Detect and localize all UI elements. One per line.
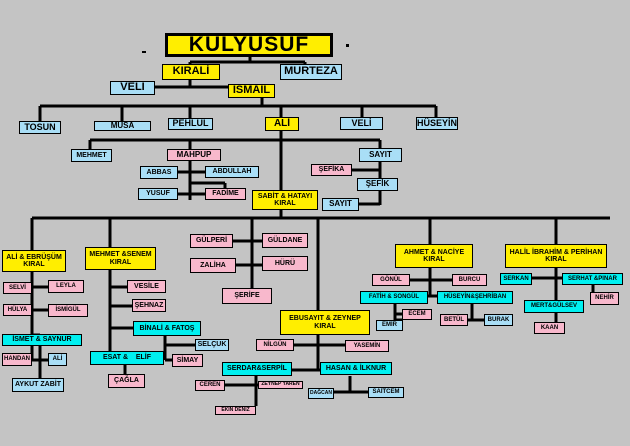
person-fadime: FADİME <box>205 188 246 200</box>
person-zeynep-yaren: ZEYNEP YAREN <box>258 381 303 389</box>
person-halil-perihan: HALİL İBRAHİM & PERİHAN KIRAL <box>505 244 607 268</box>
person-mahpup: MAHPUP <box>167 149 221 161</box>
person-aykut-zabit: AYKUT ZABİT <box>12 378 64 392</box>
person-ecem: ECEM <box>402 309 432 320</box>
person-ali-2: ALİ <box>48 353 67 366</box>
person-selvi: SELVİ <box>3 282 32 294</box>
person-serife: ŞERİFE <box>222 288 272 304</box>
person-gonul: GÖNÜL <box>372 274 410 286</box>
person-ebusayit-zeynep: EBUSAYIT & ZEYNEP KIRAL <box>280 310 370 335</box>
person-veli: VELİ <box>110 81 155 95</box>
person-simay: SİMAY <box>172 354 203 367</box>
person-cagla: ÇAĞLA <box>108 374 145 388</box>
person-mehmet-senem: MEHMET &SENEM KIRAL <box>85 247 156 270</box>
person-vesile: VESİLE <box>127 280 166 293</box>
person-gulperi: GÜLPERİ <box>190 234 233 248</box>
person-ahmet-naciye: AHMET & NACİYE KIRAL <box>395 244 473 268</box>
person-esat-elif: ESAT & ELİF <box>90 351 164 365</box>
person-yasemin: YASEMİN <box>345 340 389 352</box>
person-kirali: KIRALİ <box>162 64 220 80</box>
person-ceren: CEREN <box>195 380 225 391</box>
person-hulya: HÜLYA <box>3 304 32 316</box>
person-fatih-songul: FATİH & SONGÜL <box>360 291 428 304</box>
person-burak: BURAK <box>484 314 513 326</box>
person-leyla: LEYLA <box>48 280 84 293</box>
person-kaan: KAAN <box>534 322 565 334</box>
person-pehlul: PEHLÜL <box>168 118 213 130</box>
person-yusuf: YUSUF <box>138 188 178 200</box>
person-selcuk: SELÇUK <box>195 339 229 351</box>
person-serkan: SERKAN <box>500 273 532 285</box>
person-ismet-saynur: İSMET & SAYNUR <box>2 334 82 346</box>
person-betul: BETÜL <box>440 314 468 326</box>
stray-mark <box>142 51 146 53</box>
person-sefika: ŞEFİKA <box>311 164 352 176</box>
person-sabit-hatayi: SABİT & HATAYI KIRAL <box>252 190 318 210</box>
person-serdar-serpil: SERDAR&SERPİL <box>222 362 292 376</box>
person-huseyin: HÜSEYİN <box>416 117 458 130</box>
person-ismigul: İSMİGÜL <box>48 304 88 317</box>
person-mert-gulsev: MERT&GÜLSEV <box>524 300 584 313</box>
person-tosun: TOSUN <box>19 121 61 134</box>
person-sayit-2: SAYIT <box>322 198 359 211</box>
person-nilgun: NİLGÜN <box>256 339 294 351</box>
person-guldane: GÜLDANE <box>262 233 308 248</box>
person-zaliha: ZALİHA <box>190 258 236 273</box>
person-ali-ebrusum: ALİ & EBRÜŞÜM KIRAL <box>2 250 66 272</box>
person-binali-fatos: BİNALİ & FATOŞ <box>133 321 201 336</box>
stray-mark <box>346 44 349 47</box>
person-huru: HÜRÜ <box>262 256 308 271</box>
person-nehir: NEHİR <box>590 292 619 305</box>
person-mehmet: MEHMET <box>71 149 112 162</box>
person-abdullah: ABDULLAH <box>205 166 259 178</box>
person-burcu: BURCU <box>452 274 487 286</box>
family-title: KULYUSUF <box>165 33 333 57</box>
person-sayit: SAYIT <box>359 148 402 162</box>
person-saitcem: SAİTCEM <box>368 387 404 398</box>
person-sehnaz: ŞEHNAZ <box>132 299 166 312</box>
person-emir: EMİR <box>376 320 403 331</box>
person-hasan-ilknur: HASAN & İLKNUR <box>320 362 392 375</box>
person-handan: HANDAN <box>2 353 32 366</box>
person-veli-2: VELİ <box>340 117 383 130</box>
person-ekin-deniz: EKİN DENİZ <box>215 406 256 415</box>
person-dagcan: DAĞCAN <box>308 388 334 399</box>
person-huseyin-sehriban: HÜSEYİN&ŞEHRİBAN <box>437 291 513 304</box>
person-abbas: ABBAS <box>140 166 178 179</box>
person-ali: ALİ <box>265 117 299 131</box>
person-sefik: ŞEFİK <box>357 178 398 191</box>
person-ismail: İSMAİL <box>228 84 275 98</box>
person-murteza: MURTEZA <box>280 64 342 80</box>
person-serhat-pinar: SERHAT &PINAR <box>562 273 623 285</box>
person-musa: MUSA <box>94 121 151 131</box>
